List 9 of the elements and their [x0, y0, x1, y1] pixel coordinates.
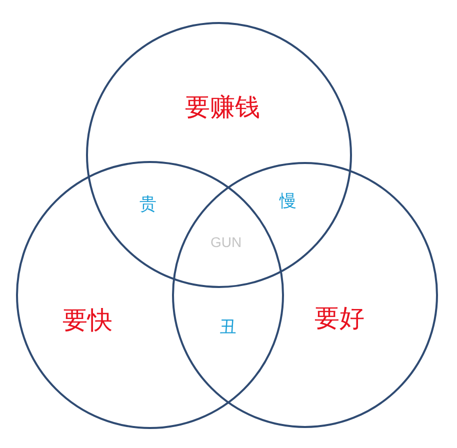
circle-label: 要好	[314, 305, 364, 330]
overlap-label: 贵	[140, 196, 156, 214]
overlap-label: GUN	[210, 235, 242, 249]
circle-label: 要快	[62, 307, 112, 332]
overlap-label: 丑	[220, 320, 236, 336]
overlap-label: 慢	[280, 194, 296, 210]
venn-circle	[172, 162, 438, 428]
circle-label: 要赚钱	[185, 94, 260, 119]
venn-circle	[86, 22, 352, 288]
